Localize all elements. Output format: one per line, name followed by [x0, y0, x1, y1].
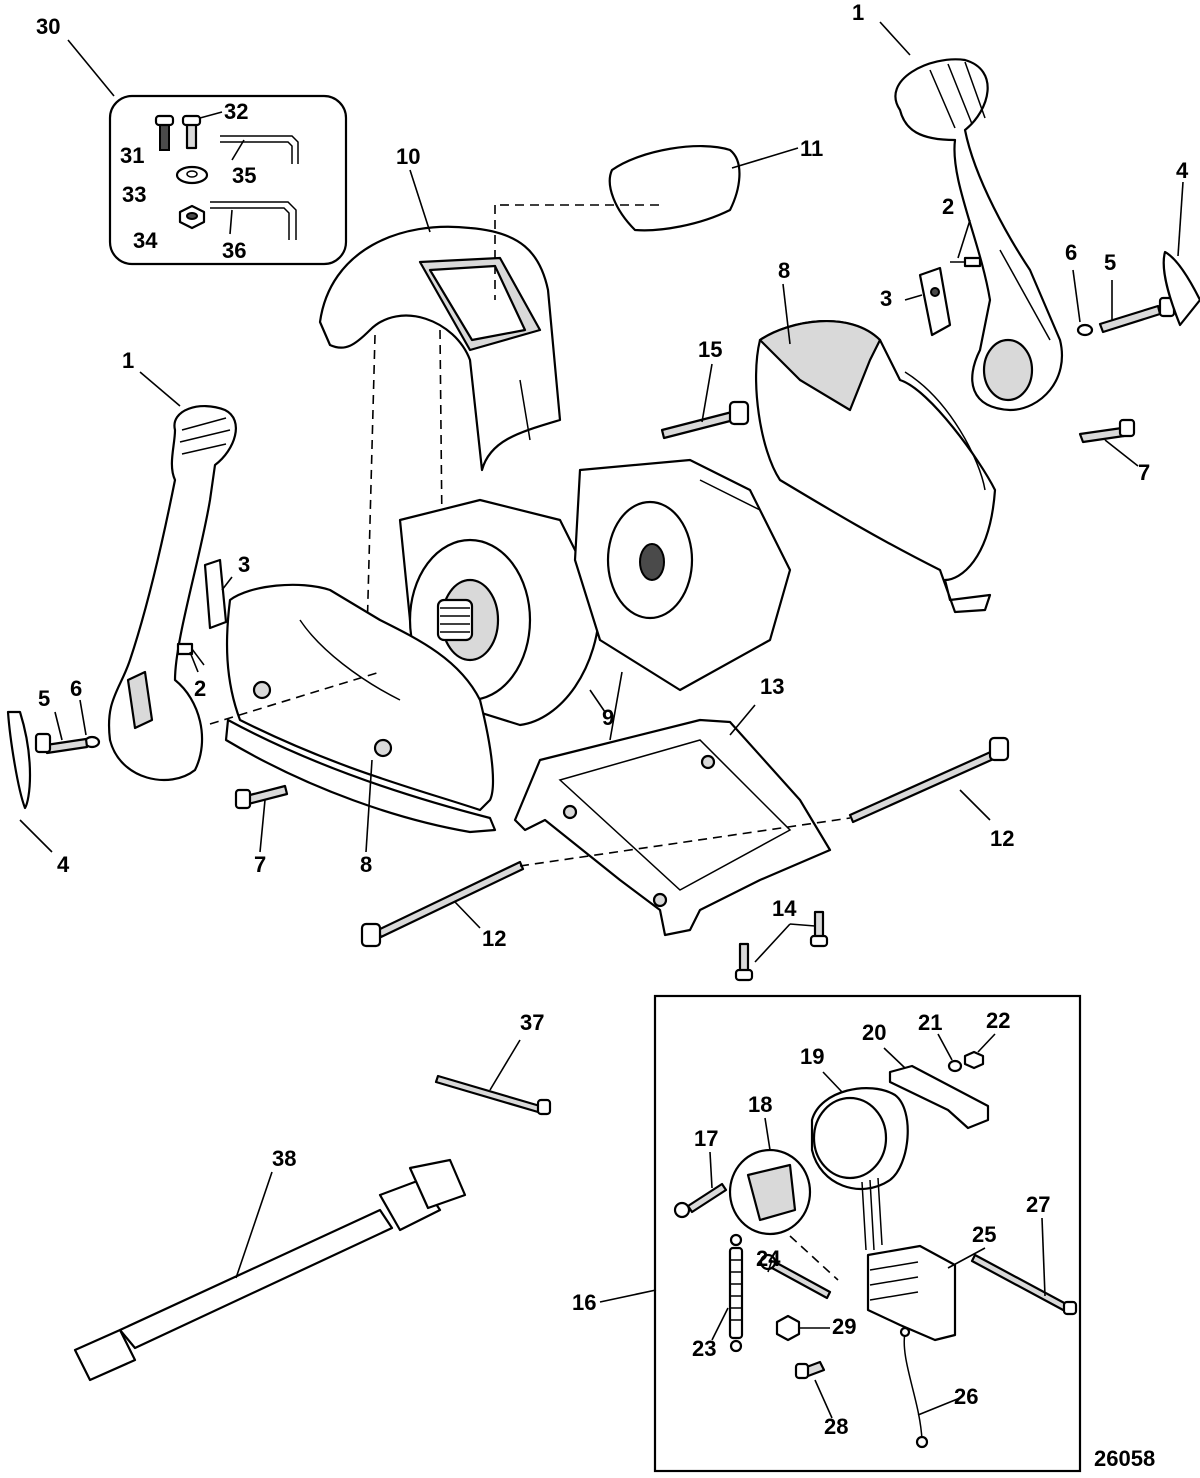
callout-2-top: 2: [942, 194, 954, 219]
callout-4-top: 4: [1176, 158, 1189, 183]
callout-3-left: 3: [238, 552, 250, 577]
long-bolts-group: [360, 736, 1010, 948]
callout-3-top: 3: [880, 286, 892, 311]
base-plate-group: [513, 704, 832, 937]
callout-14: 14: [772, 896, 797, 921]
callout-13: 13: [760, 674, 784, 699]
callout-34: 34: [133, 228, 158, 253]
callout-6-top: 6: [1065, 240, 1077, 265]
callout-22: 22: [986, 1008, 1010, 1033]
callout-21: 21: [918, 1010, 942, 1035]
top-cover-group: [318, 144, 799, 711]
callout-7-left: 7: [254, 852, 266, 877]
callout-19: 19: [800, 1044, 824, 1069]
left-hardware-group: [6, 558, 289, 853]
callout-18: 18: [748, 1092, 772, 1117]
callout-20: 20: [862, 1020, 886, 1045]
right-side-cover-group: [755, 283, 997, 614]
callout-10: 10: [396, 144, 420, 169]
callout-4-left: 4: [57, 852, 70, 877]
callout-24: 24: [756, 1246, 781, 1271]
callout-5-top: 5: [1104, 250, 1116, 275]
figure-number: 26058: [1094, 1446, 1155, 1471]
right-handle-group: [879, 21, 1063, 412]
bolt-15-group: [660, 363, 750, 440]
callout-38: 38: [272, 1146, 296, 1171]
left-handle-group: [107, 371, 237, 782]
left-side-cover-group: [209, 583, 497, 853]
callout-36: 36: [222, 238, 246, 263]
switch-kit-group: [599, 994, 1082, 1473]
callout-1-left: 1: [122, 348, 134, 373]
callout-15: 15: [698, 337, 722, 362]
callout-1-top: 1: [852, 0, 864, 25]
callout-12-left: 12: [482, 926, 506, 951]
callout-7-right: 7: [1138, 460, 1150, 485]
callout-31: 31: [120, 143, 144, 168]
callout-35: 35: [232, 163, 256, 188]
callout-25: 25: [972, 1222, 996, 1247]
callout-33: 33: [122, 182, 146, 207]
callout-8-left: 8: [360, 852, 372, 877]
callout-2-left: 2: [194, 676, 206, 701]
harness-group: [73, 1039, 552, 1382]
callout-26: 26: [954, 1384, 978, 1409]
callout-30: 30: [36, 14, 60, 39]
callout-5-left: 5: [38, 686, 50, 711]
callout-37: 37: [520, 1010, 544, 1035]
hardware-kit-group: [67, 39, 348, 266]
callout-8-right: 8: [778, 258, 790, 283]
callout-29: 29: [832, 1314, 856, 1339]
callout-16: 16: [572, 1290, 596, 1315]
callout-6-left: 6: [70, 676, 82, 701]
callout-32: 32: [224, 99, 248, 124]
callout-28: 28: [824, 1414, 848, 1439]
callout-9: 9: [602, 705, 614, 730]
callout-27: 27: [1026, 1192, 1050, 1217]
callout-labels: 30 31 32 33 35 34 36 1 10 11 4 2 6 5 8 3…: [36, 0, 1189, 1471]
callout-17: 17: [694, 1126, 718, 1151]
screws-14-group: [734, 910, 829, 982]
callout-11: 11: [800, 136, 823, 161]
callout-12-right: 12: [990, 826, 1014, 851]
callout-23: 23: [692, 1336, 716, 1361]
right-hardware-group: [904, 181, 1200, 467]
